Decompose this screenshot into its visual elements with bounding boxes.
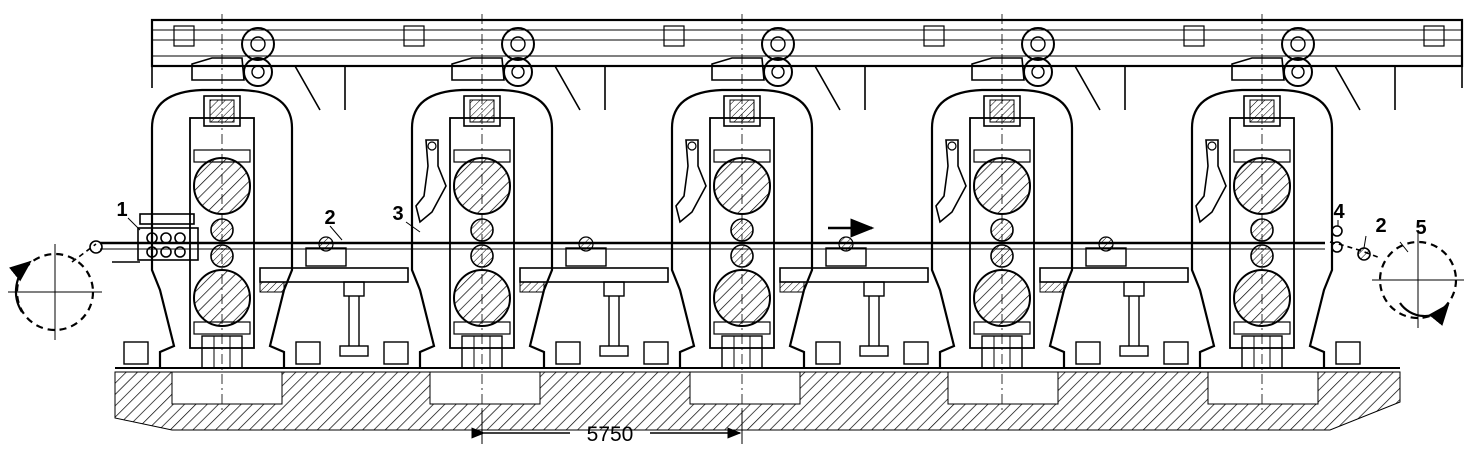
- callout-4: 4: [1333, 201, 1345, 223]
- mill-stand-3: [643, 14, 929, 412]
- callout-1: 1: [116, 199, 127, 221]
- exit-deflector-rolls: [1331, 225, 1371, 261]
- mill-stand-5: [1163, 14, 1361, 412]
- callout-5: 5: [1415, 217, 1426, 239]
- mill-stand-4: [903, 14, 1189, 412]
- mill-stand-2: [383, 14, 669, 412]
- stand-spacing-dimension: [471, 410, 743, 444]
- entry-pinch-rolls: [89, 213, 199, 263]
- callout-2-left: 2: [324, 207, 335, 229]
- callout-leaders: [127, 217, 1409, 253]
- callout-3: 3: [392, 203, 403, 225]
- exit-coiler: [1329, 232, 1464, 328]
- foundation: [114, 367, 1401, 431]
- overhead-drive-frame: [150, 18, 1464, 111]
- mill-stand-1: [123, 14, 409, 412]
- entry-coiler: [8, 243, 102, 340]
- callout-2-right: 2: [1375, 215, 1386, 237]
- dimension-label: 5750: [587, 423, 634, 446]
- strip-pass-line: [100, 241, 1325, 250]
- stands-group: [123, 14, 1361, 412]
